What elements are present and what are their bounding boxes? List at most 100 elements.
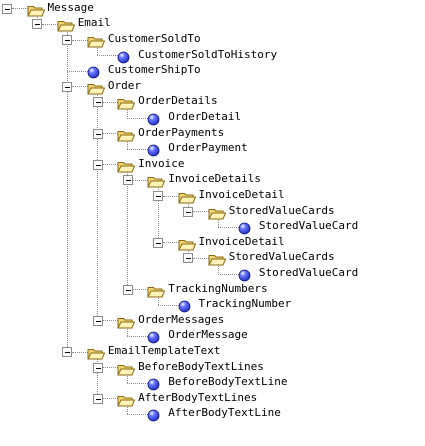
tree-node-label[interactable]: OrderDetail <box>168 110 242 123</box>
minus-toggle-icon[interactable] <box>122 284 133 295</box>
tree-guide-line <box>36 14 38 24</box>
tree-node-label[interactable]: Invoice <box>138 156 185 170</box>
tree-connector <box>132 179 149 181</box>
tree-node-label[interactable]: TrackingNumber <box>198 297 292 311</box>
minus-toggle-icon[interactable] <box>92 128 103 139</box>
open-folder-icon <box>87 345 106 360</box>
minus-toggle-icon[interactable] <box>92 393 103 404</box>
tree-node-label[interactable]: StoredValueCards <box>228 203 335 217</box>
tree-node-label[interactable]: Order <box>107 78 142 92</box>
tree-connector <box>66 70 88 72</box>
blue-sphere-icon <box>117 49 130 63</box>
tree-connector <box>97 55 119 57</box>
tree-connector <box>162 195 179 197</box>
tree-node-label[interactable]: AfterBodyTextLine <box>168 406 281 420</box>
tree-node-label[interactable]: TrackingNumbers <box>168 281 268 295</box>
minus-toggle-icon[interactable] <box>32 19 43 30</box>
tree-node-label[interactable]: OrderMessage <box>168 328 248 342</box>
minus-toggle-icon[interactable] <box>183 206 194 217</box>
tree-node-label[interactable]: StoredValueCard <box>258 266 359 279</box>
tree-node-label[interactable]: CustomerShipTo <box>107 63 201 77</box>
tree-node-label[interactable]: OrderDetails <box>138 94 218 108</box>
minus-toggle-icon[interactable] <box>62 347 73 357</box>
open-folder-icon <box>147 283 166 298</box>
minus-toggle-icon[interactable] <box>153 191 163 201</box>
open-folder-icon <box>87 33 106 48</box>
tree-node-label[interactable]: EmailTemplateText <box>107 344 221 357</box>
tree-connector <box>127 382 149 384</box>
open-folder-icon <box>26 2 45 17</box>
tree-node-label[interactable]: OrderPayments <box>138 125 225 139</box>
tree-node-leaf[interactable] <box>0 219 425 235</box>
minus-toggle-icon[interactable] <box>183 253 194 264</box>
tree-connector <box>71 86 88 88</box>
tree-guide-line <box>127 326 129 336</box>
tree-guide-line <box>127 170 129 290</box>
open-folder-icon <box>87 80 106 95</box>
open-folder-icon <box>117 95 136 110</box>
tree-node-label[interactable]: Message <box>47 0 94 14</box>
open-folder-icon <box>177 236 196 251</box>
minus-toggle-icon[interactable] <box>92 315 103 326</box>
tree-connector <box>217 226 239 228</box>
minus-toggle-icon[interactable] <box>92 159 103 170</box>
open-folder-icon <box>117 392 136 407</box>
tree-node-label[interactable]: InvoiceDetails <box>168 172 262 186</box>
open-folder-icon <box>117 314 136 329</box>
minus-toggle-icon[interactable] <box>92 362 103 373</box>
tree-node-label[interactable]: CustomerSoldTo <box>107 32 201 45</box>
minus-toggle-icon[interactable] <box>122 175 133 186</box>
tree-node-folder[interactable] <box>0 157 425 173</box>
minus-toggle-icon[interactable] <box>62 35 73 45</box>
blue-sphere-icon <box>238 267 251 282</box>
tree-connector <box>127 413 149 415</box>
tree-connector <box>102 320 119 322</box>
tree-connector <box>71 39 88 41</box>
tree-node-label[interactable]: StoredValueCard <box>258 219 359 233</box>
blue-sphere-icon <box>147 329 160 344</box>
tree-connector <box>102 367 119 369</box>
blue-sphere-icon <box>147 407 160 422</box>
tree-connector <box>157 304 179 306</box>
open-folder-icon <box>117 361 136 376</box>
tree-guide-line <box>187 201 189 212</box>
minus-toggle-icon[interactable] <box>2 3 12 14</box>
tree-guide-line <box>127 139 129 149</box>
tree-connector <box>102 164 119 166</box>
tree-node-leaf[interactable] <box>0 63 425 79</box>
tree-node-label[interactable]: CustomerSoldToHistory <box>138 47 278 61</box>
open-folder-icon <box>207 205 226 220</box>
tree-connector <box>192 211 209 213</box>
tree-node-label[interactable]: AfterBodyTextLines <box>138 390 258 404</box>
tree-connector <box>217 273 239 275</box>
tree-node-leaf[interactable] <box>0 266 425 282</box>
tree-connector <box>127 335 149 337</box>
tree-node-label[interactable]: Email <box>77 16 111 30</box>
tree-node-label[interactable]: InvoiceDetail <box>198 188 285 201</box>
tree-node-label[interactable]: OrderMessages <box>138 312 225 326</box>
open-folder-icon <box>177 189 196 204</box>
minus-toggle-icon[interactable] <box>92 97 103 108</box>
tree-guide-line <box>157 185 159 243</box>
tree-guide-line <box>97 45 99 56</box>
minus-toggle-icon[interactable] <box>62 81 73 92</box>
tree-node-label[interactable]: StoredValueCards <box>228 250 335 264</box>
tree-guide-line <box>217 217 219 227</box>
blue-sphere-icon <box>147 111 160 126</box>
tree-connector <box>11 8 28 10</box>
open-folder-icon <box>147 173 166 188</box>
tree-guide-line <box>157 295 159 305</box>
tree-node-label[interactable]: InvoiceDetail <box>198 234 285 248</box>
tree-connector <box>127 148 149 150</box>
tree-node-label[interactable]: BeforeBodyTextLine <box>168 375 288 389</box>
tree-node-label[interactable]: BeforeBodyTextLines <box>138 359 264 373</box>
blue-sphere-icon <box>87 64 100 79</box>
tree-node-label[interactable]: OrderPayment <box>168 141 248 155</box>
minus-toggle-icon[interactable] <box>153 237 163 248</box>
tree-connector <box>132 289 149 291</box>
tree-connector <box>192 257 209 259</box>
tree-connector <box>102 133 119 135</box>
tree-connector <box>162 242 179 244</box>
open-folder-icon <box>117 127 136 142</box>
